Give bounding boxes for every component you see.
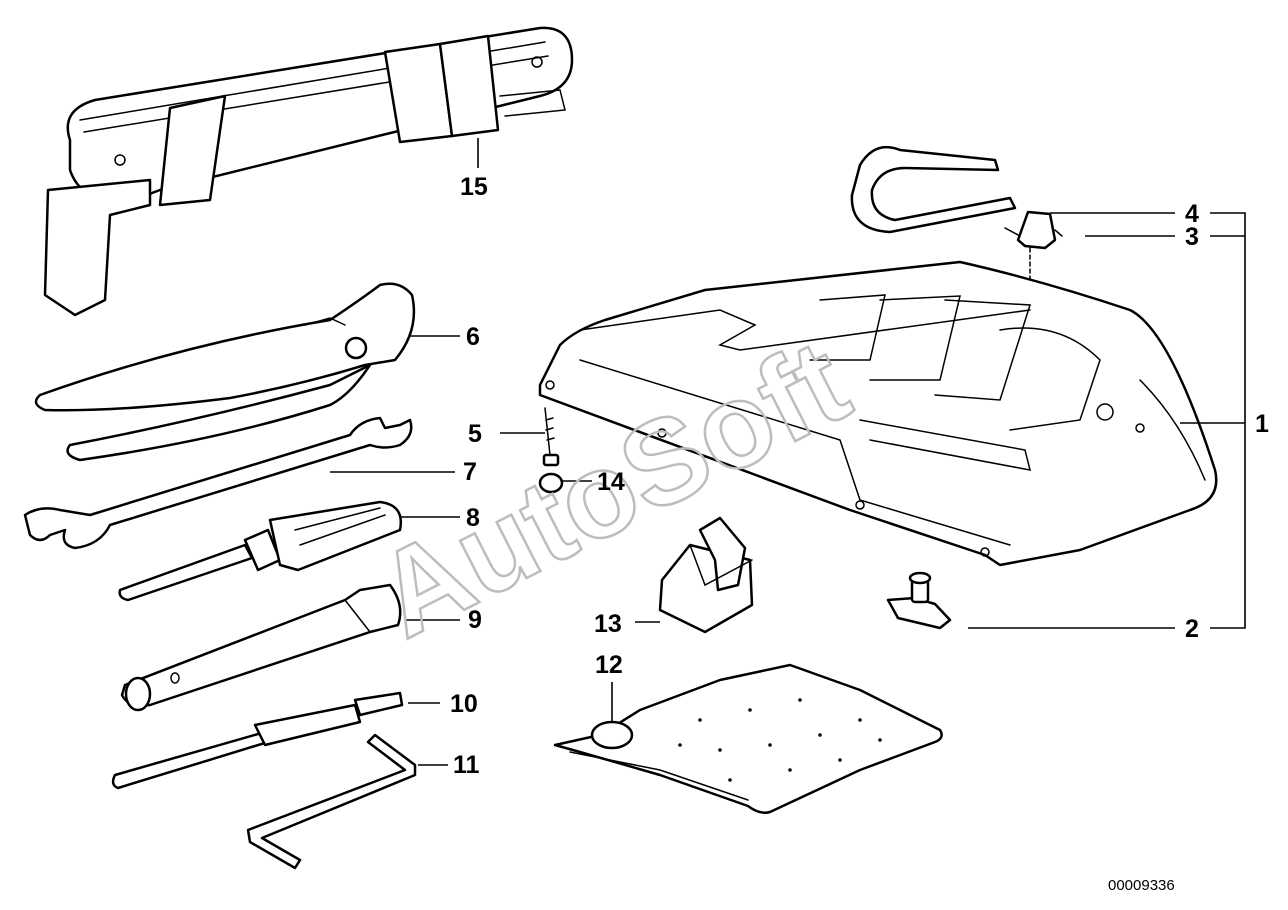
callout-10: 10 <box>450 690 478 718</box>
document-number: 00009336 <box>1108 877 1175 894</box>
callout-14: 14 <box>597 468 625 496</box>
part-4-strap <box>850 145 1017 234</box>
callout-8: 8 <box>466 504 480 532</box>
part-2-thumb-screw <box>886 571 952 630</box>
callout-7: 7 <box>463 458 477 486</box>
part-15-warning-triangle <box>43 26 574 317</box>
part-7-wrench <box>23 416 413 550</box>
callout-1: 1 <box>1255 410 1269 438</box>
callout-3: 3 <box>1185 223 1199 251</box>
part-10-pin <box>111 691 404 790</box>
callout-4: 4 <box>1185 200 1199 228</box>
part-6-pliers <box>34 282 416 462</box>
part-8-screwdriver <box>118 500 403 602</box>
part-12-tool-bag <box>553 663 943 814</box>
callout-9: 9 <box>468 606 482 634</box>
part-5-screw <box>542 407 560 467</box>
part-11-hex-key <box>246 733 417 870</box>
callout-6: 6 <box>466 323 480 351</box>
part-9-socket <box>120 583 402 712</box>
callout-5: 5 <box>468 420 482 448</box>
callout-12: 12 <box>595 651 623 679</box>
callout-13: 13 <box>594 610 622 638</box>
callout-2: 2 <box>1185 615 1199 643</box>
callout-labels: 15 4 3 1 6 5 7 14 8 9 13 2 12 10 11 <box>450 173 1269 779</box>
part-1-tool-tray <box>538 260 1218 567</box>
callout-11: 11 <box>453 751 480 779</box>
part-3-buffer <box>1004 210 1063 306</box>
part-14-nut <box>538 472 564 494</box>
callout-15: 15 <box>460 173 488 201</box>
leader-lines <box>330 138 1246 766</box>
part-13-holder <box>658 516 754 634</box>
